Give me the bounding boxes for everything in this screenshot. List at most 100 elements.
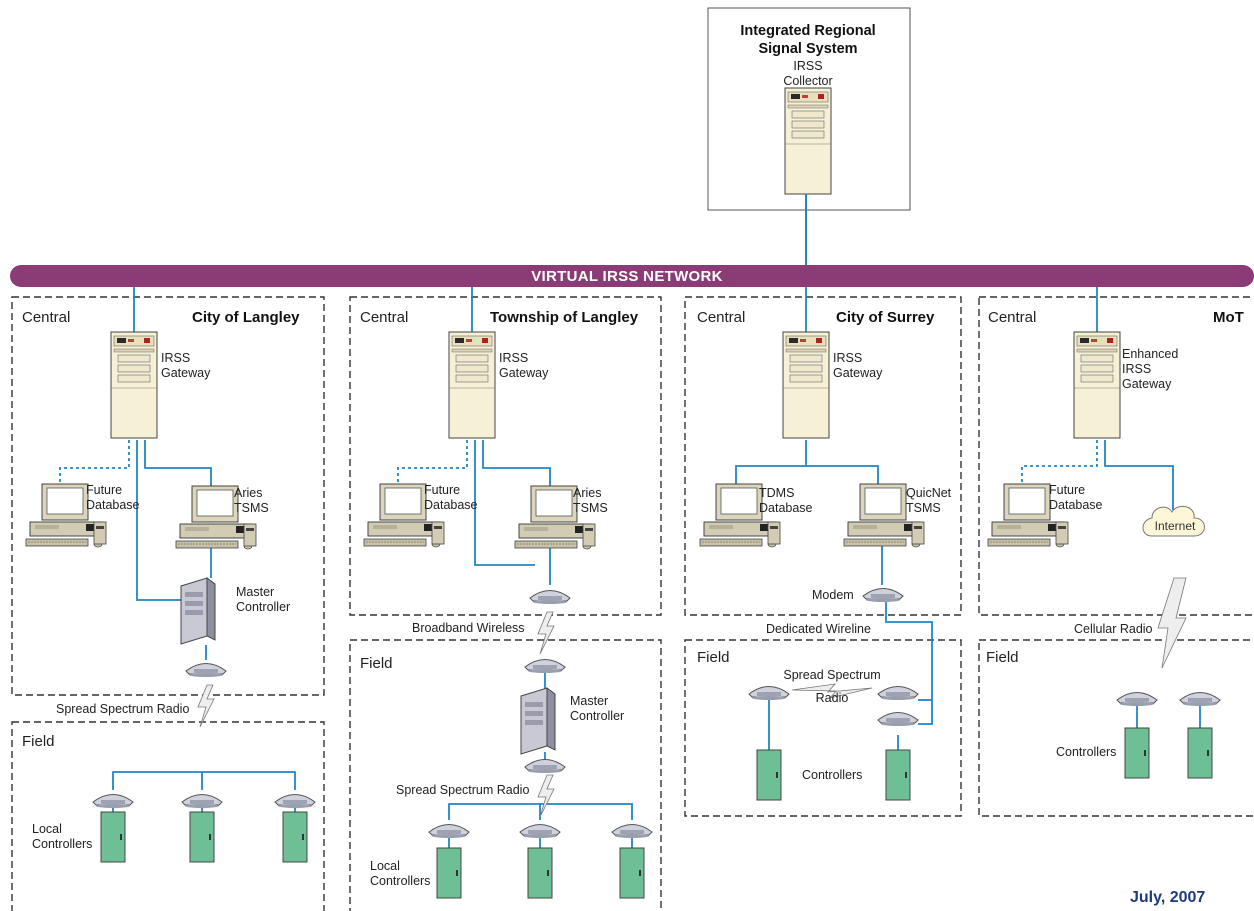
surrey-field-radio-3-icon	[877, 712, 919, 727]
township-field-box	[349, 639, 662, 911]
langley-tsms-line-2: TSMS	[234, 501, 269, 515]
langley-master-line-2: Controller	[236, 600, 291, 614]
township-link-label: Broadband Wireless	[412, 621, 525, 635]
surrey-field-box	[684, 639, 962, 817]
mot-field-box	[978, 639, 1254, 817]
surrey-controller-1-icon	[756, 749, 782, 801]
mot-gateway-line-1: Enhanced	[1122, 347, 1179, 361]
langley-radio-bolt-icon	[197, 684, 215, 728]
langley-master-controller-icon	[180, 577, 216, 645]
langley-field-radio-2-icon	[181, 794, 223, 809]
langley-database-line-2: Database	[86, 498, 140, 512]
langley-gateway-server-icon	[110, 331, 158, 439]
township-field-label: Field	[360, 655, 393, 672]
mot-controller-1-icon	[1124, 727, 1150, 779]
mot-region-title: MoT	[1213, 309, 1244, 326]
date-label: July, 2007	[1130, 889, 1206, 906]
township-central-box	[349, 296, 662, 616]
mot-link-label: Cellular Radio	[1074, 622, 1153, 636]
mot-cellular-bolt-icon	[1157, 577, 1187, 669]
township-broadband-bolt-icon	[537, 611, 555, 655]
township-master-controller-icon	[520, 687, 556, 755]
mot-controller-2-icon	[1187, 727, 1213, 779]
surrey-controller-2-icon	[885, 749, 911, 801]
surrey-database-line-2: Database	[759, 501, 813, 515]
langley-controller-1-icon	[100, 811, 126, 863]
langley-gateway-line-2: Gateway	[161, 366, 211, 380]
township-tsms-line-2: TSMS	[573, 501, 608, 515]
surrey-modem-label: Modem	[812, 588, 854, 602]
collector-title-line-2: Signal System	[758, 41, 858, 57]
township-gateway-line-1: IRSS	[499, 351, 529, 365]
mot-field-radio-1-icon	[1116, 692, 1158, 707]
surrey-field-radio-line-2: Radio	[815, 691, 849, 705]
township-gateway-line-2: Gateway	[499, 366, 549, 380]
langley-field-box	[11, 721, 325, 911]
langley-radio-icon	[185, 663, 227, 678]
mot-central-label: Central	[988, 309, 1037, 326]
surrey-tsms-line-2: TSMS	[906, 501, 941, 515]
township-field-radio-icon	[524, 659, 566, 674]
future-links	[59, 440, 1098, 488]
langley-controllers-line-2: Controllers	[32, 837, 93, 851]
surrey-link-label: Dedicated Wireline	[766, 622, 871, 636]
township-broadband-radio-icon	[529, 590, 571, 605]
township-controllers-line-2: Controllers	[370, 874, 431, 888]
surrey-controllers-label: Controllers	[802, 768, 863, 782]
township-field-radio-2-icon	[519, 824, 561, 839]
mot-controllers-label: Controllers	[1056, 745, 1117, 759]
township-controller-1-icon	[436, 847, 462, 899]
virtual-network-bar	[10, 265, 1254, 287]
langley-central-box	[11, 296, 325, 696]
langley-controller-2-icon	[189, 811, 215, 863]
surrey-central-box	[684, 296, 962, 616]
mot-gateway-line-3: Gateway	[1122, 377, 1172, 391]
township-gateway-server-icon	[448, 331, 496, 439]
langley-field-label: Field	[22, 733, 55, 750]
township-controllers-line-1: Local	[370, 859, 400, 873]
township-controller-2-icon	[527, 847, 553, 899]
surrey-field-bolt-icon	[791, 683, 873, 699]
collector-title-line-1: Integrated Regional	[740, 23, 876, 39]
langley-central-label: Central	[22, 309, 71, 326]
langley-gateway-line-1: IRSS	[161, 351, 191, 365]
langley-region-title: City of Langley	[192, 309, 300, 326]
collector-title: Integrated Regional Signal System	[708, 22, 908, 58]
internet-cloud-icon	[1142, 505, 1205, 537]
mot-field-radio-2-icon	[1179, 692, 1221, 707]
internet-label: Internet	[1154, 519, 1196, 533]
network-links	[112, 287, 1201, 848]
township-region-title: Township of Langley	[490, 309, 639, 326]
township-master-line-1: Master	[570, 694, 609, 708]
langley-link-label: Spread Spectrum Radio	[56, 702, 190, 716]
surrey-central-label: Central	[697, 309, 746, 326]
township-database-line-1: Future	[424, 483, 461, 497]
mot-field-label: Field	[986, 649, 1019, 666]
township-field-radio-1-icon	[428, 824, 470, 839]
virtual-network-label: VIRTUAL IRSS NETWORK	[531, 268, 723, 285]
township-database-line-2: Database	[424, 498, 478, 512]
surrey-tsms-line-1: QuicNet	[906, 486, 952, 500]
surrey-gateway-server-icon	[782, 331, 830, 439]
langley-controller-3-icon	[282, 811, 308, 863]
langley-tsms-line-1: Aries	[234, 486, 263, 500]
township-controller-3-icon	[619, 847, 645, 899]
mot-central-box	[978, 296, 1254, 616]
collector-subtitle: IRSS Collector	[708, 59, 908, 89]
langley-field-radio-1-icon	[92, 794, 134, 809]
